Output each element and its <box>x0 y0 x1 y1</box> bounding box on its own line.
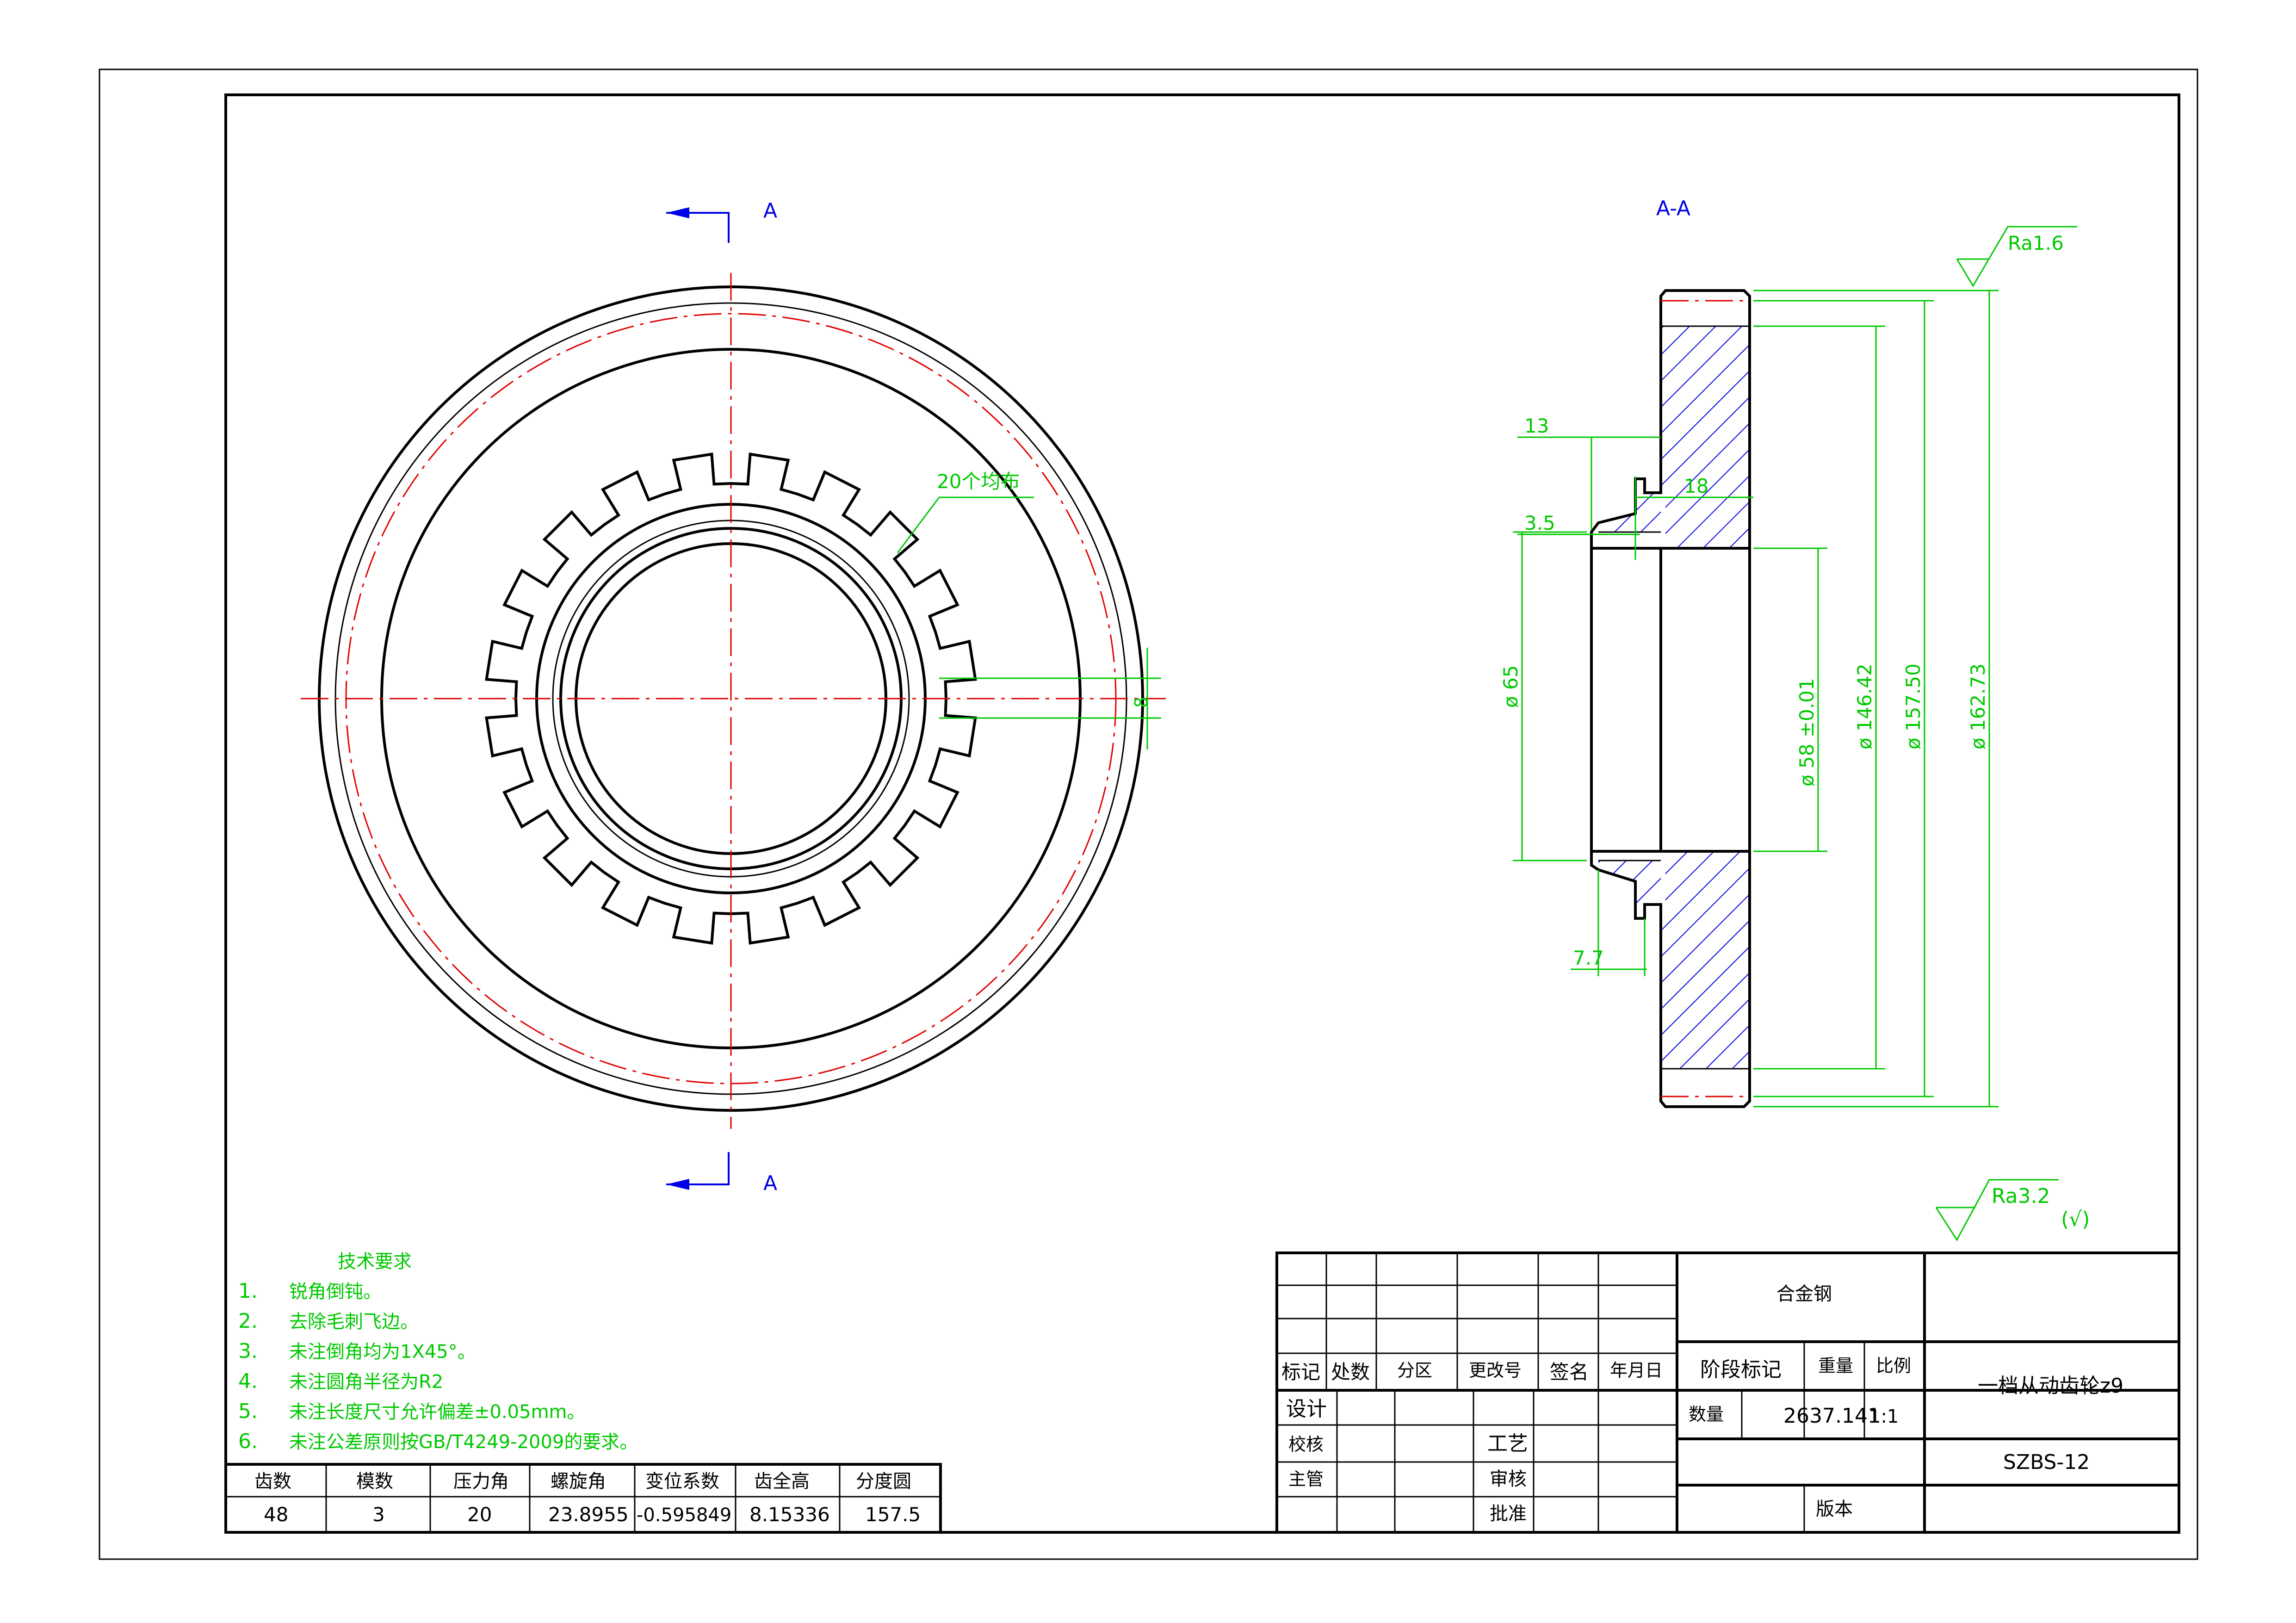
spline-note-label: 20个均布 <box>937 470 1020 493</box>
section-letter-bottom: A <box>763 1171 777 1195</box>
gear-table-value: -0.595849 <box>637 1505 731 1526</box>
tb-scale-label: 比例 <box>1876 1356 1911 1376</box>
gear-parameter-table: 齿数 模数 压力角 螺旋角 变位系数 齿全高 分度圆 48 3 20 23.89… <box>224 1463 942 1534</box>
gear-table-header: 螺旋角 <box>551 1471 606 1492</box>
tb-weight-label: 重量 <box>1818 1356 1853 1376</box>
tb-version-label: 版本 <box>1816 1499 1853 1520</box>
tb-role: 主管 <box>1288 1469 1324 1489</box>
tb-rev-header: 标记 <box>1281 1361 1320 1383</box>
tech-req-num-5: 5. <box>238 1400 258 1423</box>
dim-18-label: 18 <box>1684 475 1708 497</box>
tb-role: 设计 <box>1286 1397 1327 1421</box>
gear-table-value: 20 <box>467 1503 492 1526</box>
tech-req-item-5: 未注长度尺寸允许偏差±0.05mm。 <box>289 1401 586 1423</box>
tb-role2: 批准 <box>1490 1503 1527 1524</box>
section-title: A-A <box>1656 197 1690 220</box>
tb-material: 合金钢 <box>1776 1283 1832 1305</box>
gear-table-header: 模数 <box>356 1471 393 1492</box>
section-arrow-bottom <box>666 1152 730 1185</box>
dim-58-label: ø 58 ±0.01 <box>1795 678 1818 787</box>
gear-table-value: 48 <box>264 1503 288 1526</box>
dim-65-label: ø 65 <box>1499 665 1522 708</box>
tech-req-num-3: 3. <box>238 1339 258 1363</box>
tb-rev-header: 年月日 <box>1610 1360 1663 1381</box>
section-arrow-top <box>666 212 730 243</box>
dim-13-label: 13 <box>1524 415 1549 437</box>
roughness-top-label: Ra1.6 <box>2008 232 2064 254</box>
gear-table-border <box>224 1463 942 1534</box>
front-view: 8 20个均布 <box>301 273 1166 1129</box>
roughness-general-suffix: (√) <box>2061 1208 2090 1231</box>
tech-req-item-6: 未注公差原则按GB/T4249-2009的要求。 <box>289 1431 638 1453</box>
gear-table-value: 8.15336 <box>749 1503 830 1526</box>
tech-req-num-2: 2. <box>238 1309 258 1333</box>
tech-req-num-6: 6. <box>238 1430 258 1453</box>
tech-req-num-4: 4. <box>238 1369 258 1393</box>
tb-rev-header: 处数 <box>1331 1361 1370 1383</box>
roughness-general-label: Ra3.2 <box>1992 1184 2050 1208</box>
roughness-general: Ra3.2 (√) <box>1935 1179 2090 1241</box>
gear-table-value: 157.5 <box>865 1503 921 1526</box>
section-hatch-hub-bottom <box>1598 861 1661 904</box>
tech-req-item-4: 未注圆角半径为R2 <box>289 1371 443 1393</box>
outer-border <box>99 68 2198 1560</box>
tb-role2: 审核 <box>1490 1468 1527 1490</box>
tb-drawing-no: SZBS-12 <box>2003 1450 2090 1474</box>
section-hatch-hub-top <box>1598 493 1661 532</box>
tech-requirements: 技术要求 1. 锐角倒钝。 2. 去除毛刺飞边。 3. 未注倒角均为1X45°。… <box>238 1251 638 1453</box>
section-hatch-bottom <box>1661 851 1749 1069</box>
tb-role2: 工艺 <box>1487 1432 1528 1456</box>
roughness-general-symbol <box>1935 1179 2059 1241</box>
gear-table-header: 齿全高 <box>754 1471 810 1492</box>
spline-note-leader <box>897 496 1034 553</box>
title-block: 合金钢 一档从动齿轮z9 SZBS-12 标记 处数 分区 更改号 签名 年月日… <box>1275 1251 2180 1534</box>
gear-table-header: 压力角 <box>453 1471 509 1492</box>
gear-table-header: 分度圆 <box>856 1471 911 1492</box>
roughness-top: Ra1.6 <box>1956 226 2077 287</box>
section-outline <box>1590 289 1751 1108</box>
slot-dim-label: 8 <box>1131 697 1151 708</box>
tech-req-item-3: 未注倒角均为1X45°。 <box>289 1341 476 1363</box>
dim-77-label: 7.7 <box>1573 947 1604 969</box>
section-arrow-bottom-head <box>666 1179 689 1190</box>
tb-role: 校核 <box>1288 1434 1324 1455</box>
section-view: ø 162.73 ø 157.50 ø 146.42 ø 58 ±0.01 ø … <box>1499 289 1999 1108</box>
gear-table-value: 3 <box>372 1503 385 1526</box>
tech-req-item-2: 去除毛刺飞边。 <box>289 1311 419 1332</box>
section-letter-top: A <box>763 199 777 223</box>
dim-162-label: ø 162.73 <box>1967 663 1989 750</box>
tb-scale-value: 1:1 <box>1869 1406 1899 1427</box>
roughness-top-symbol <box>1956 226 2077 287</box>
tech-req-num-1: 1. <box>238 1279 258 1303</box>
gear-table-header: 齿数 <box>254 1471 291 1492</box>
tb-qty-label: 数量 <box>1689 1404 1724 1425</box>
tb-rev-header: 更改号 <box>1469 1360 1522 1381</box>
gear-table-header: 变位系数 <box>645 1471 719 1492</box>
tb-stage-label: 阶段标记 <box>1700 1358 1782 1381</box>
tb-weight-value: 2637.141 <box>1783 1404 1881 1428</box>
tech-req-item-1: 锐角倒钝。 <box>289 1281 382 1302</box>
inner-frame <box>224 93 2180 1534</box>
section-hatch-top <box>1661 326 1749 548</box>
tb-part-name: 一档从动齿轮z9 <box>1978 1374 2123 1398</box>
title-block-border <box>1275 1251 2180 1534</box>
dim-146-label: ø 146.42 <box>1853 663 1876 750</box>
gear-table-value: 23.8955 <box>548 1503 629 1526</box>
tb-rev-header: 签名 <box>1550 1361 1589 1383</box>
tech-req-title: 技术要求 <box>338 1251 412 1272</box>
tb-rev-header: 分区 <box>1397 1360 1432 1381</box>
section-arrows: A A A-A <box>666 197 1690 1195</box>
section-arrow-top-head <box>666 207 689 218</box>
dim-35-label: 3.5 <box>1524 512 1555 534</box>
dim-157-label: ø 157.50 <box>1902 663 1925 750</box>
